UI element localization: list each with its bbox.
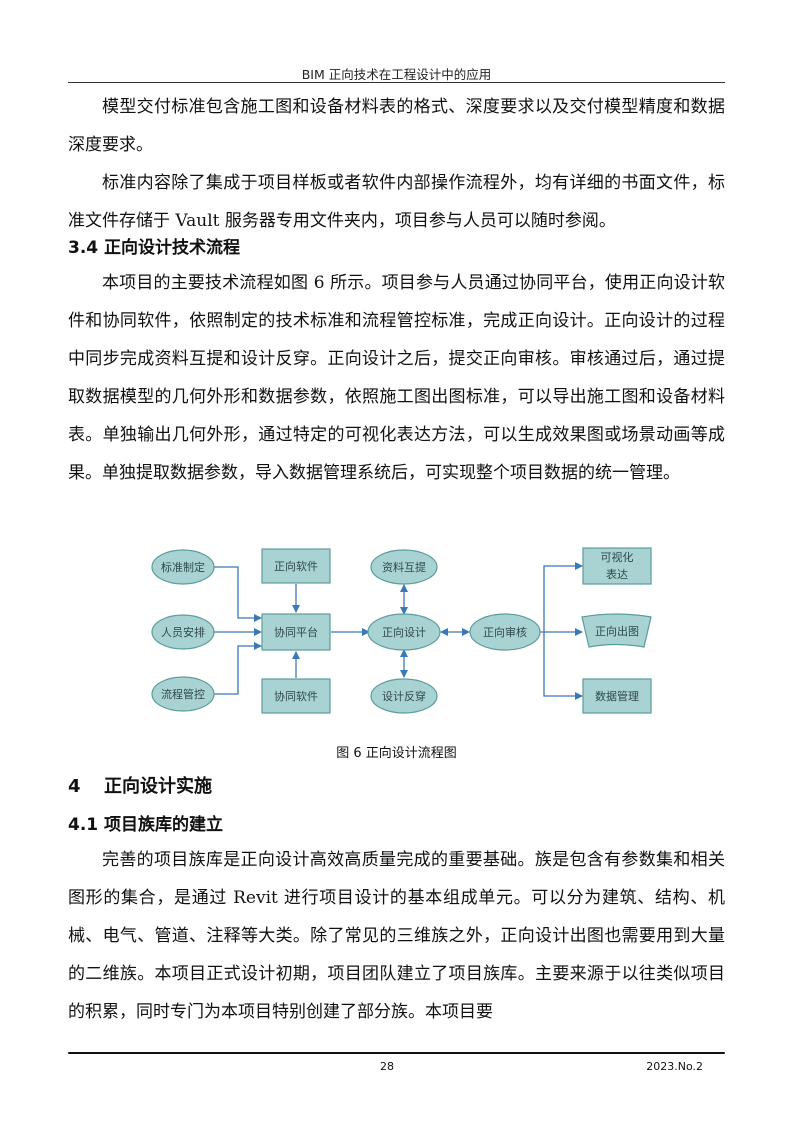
node-exchange-label: 资料互提 — [382, 560, 426, 574]
page-number: 28 — [380, 1060, 394, 1073]
section-heading-4: 4 正向设计实施 — [68, 772, 212, 798]
node-design — [367, 613, 441, 651]
node-drawing — [581, 613, 652, 648]
journal-issue: 2023.No.2 — [646, 1060, 703, 1073]
node-collab — [261, 678, 331, 714]
node-platform-label: 协同平台 — [274, 625, 318, 639]
paragraph-tech-flow: 本项目的主要技术流程如图 6 所示。项目参与人员通过协同平台，使用正向设计软件和… — [68, 273, 725, 483]
node-process — [151, 676, 215, 712]
node-exchange — [370, 549, 438, 585]
flow-diagram: 标准制定 人员安排 流程管控 正向软件 协同平台 协同软件 资料互提 正向设计 … — [151, 547, 652, 714]
node-standard — [151, 549, 215, 585]
node-software-label: 正向软件 — [274, 559, 318, 573]
node-visual-label-line1: 可视化 — [601, 550, 634, 564]
node-software — [261, 548, 331, 584]
node-design-label: 正向设计 — [382, 625, 426, 639]
node-visual — [582, 547, 652, 585]
node-review — [469, 613, 541, 651]
section-4-number: 4 — [68, 776, 81, 797]
node-drawing-label: 正向出图 — [595, 624, 639, 638]
node-staff-label: 人员安排 — [161, 625, 205, 639]
arrow-standard-to-platform — [213, 566, 262, 622]
figure-caption: 图 6 正向设计流程图 — [336, 746, 457, 761]
header-rule — [68, 82, 725, 83]
arrow-review-to-data — [543, 632, 583, 700]
node-collab-label: 协同软件 — [274, 689, 318, 703]
paragraph-standard-content: 标准内容除了集成于项目样板或者软件内部操作流程外，均有详细的书面文件，标准文件存… — [68, 173, 725, 231]
node-review-label: 正向审核 — [483, 625, 527, 639]
section-4-title: 正向设计实施 — [104, 776, 212, 797]
section-heading-4-1: 4.1 项目族库的建立 — [68, 815, 224, 835]
running-header: BIM 正向技术在工程设计中的应用 — [301, 67, 492, 82]
node-feedback-label: 设计反穿 — [382, 689, 426, 703]
footer-rule — [68, 1052, 725, 1054]
node-standard-label: 标准制定 — [161, 560, 205, 574]
arrow-process-to-platform — [213, 642, 262, 695]
paragraph-family-library: 完善的项目族库是正向设计高效高质量完成的重要基础。族是包含有参数集和相关图形的集… — [68, 850, 725, 1022]
node-staff — [151, 614, 215, 650]
node-process-label: 流程管控 — [161, 687, 205, 701]
node-platform — [261, 613, 331, 651]
arrow-review-to-visual — [539, 562, 583, 633]
section-heading-3-4: 3.4 正向设计技术流程 — [68, 238, 241, 258]
node-feedback — [370, 678, 438, 714]
node-visual-label-line2: 表达 — [606, 567, 628, 581]
node-data — [582, 678, 652, 714]
paragraph-delivery-standard: 模型交付标准包含施工图和设备材料表的格式、深度要求以及交付模型精度和数据深度要求… — [68, 97, 725, 155]
node-data-label: 数据管理 — [595, 689, 639, 703]
